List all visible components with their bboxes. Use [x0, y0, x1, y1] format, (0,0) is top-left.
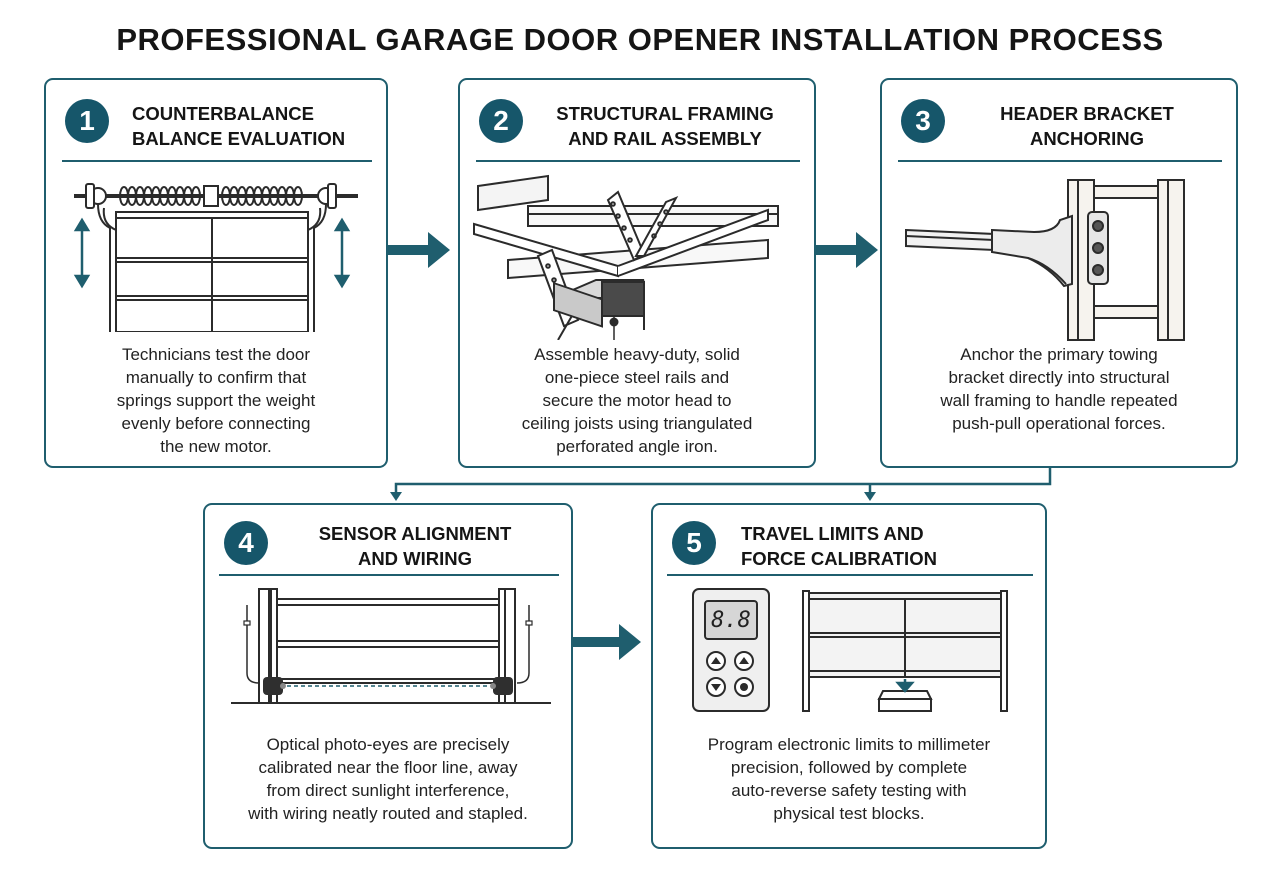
step-1-text-line: springs support the weight	[116, 391, 316, 410]
step-2-text-line: one-piece steel rails and	[544, 368, 730, 387]
pull-cord-handle	[609, 317, 619, 327]
step-1-heading: COUNTERBALANCE BALANCE EVALUATION	[116, 101, 382, 151]
step-1-number: 1	[65, 99, 109, 143]
step-4-text-line: calibrated near the floor line, away	[258, 758, 518, 777]
step-1-description: Technicians test the door manually to co…	[56, 343, 376, 458]
step-3-divider	[898, 160, 1222, 162]
control-panel-illustration	[692, 588, 770, 712]
step-5-number: 5	[672, 521, 716, 565]
step-1-text-line: Technicians test the door	[121, 345, 311, 364]
rail-and-motor-illustration	[473, 174, 779, 340]
page-title: PROFESSIONAL GARAGE DOOR OPENER INSTALLA…	[116, 22, 1164, 57]
step-3-text-line: Anchor the primary towing	[960, 345, 1158, 364]
step-1-heading-line-1: COUNTERBALANCE	[132, 103, 314, 124]
step-1-text-line: manually to confirm that	[125, 368, 307, 387]
step-1-divider	[62, 160, 372, 162]
step-5-heading: TRAVEL LIMITS AND FORCE CALIBRATION	[727, 521, 991, 571]
step-4-number: 4	[224, 521, 268, 565]
step-2-heading: STRUCTURAL FRAMING AND RAIL ASSEMBLY	[530, 101, 800, 151]
step-4-divider	[219, 574, 559, 576]
digital-display-readout: 8.8	[711, 608, 751, 633]
step-2-divider	[476, 160, 800, 162]
step-3-heading: HEADER BRACKET ANCHORING	[952, 101, 1222, 151]
step-4-heading: SENSOR ALIGNMENT AND WIRING	[275, 521, 555, 571]
step-2-description: Assemble heavy-duty, solid one-piece ste…	[472, 343, 802, 458]
step-3-number: 3	[901, 99, 945, 143]
arrow-step-1-to-2	[388, 232, 450, 268]
step-5-text-line: Program electronic limits to millimeter	[707, 735, 991, 754]
header-bracket-illustration	[905, 179, 1185, 341]
step-3-heading-line-1: HEADER BRACKET	[1000, 103, 1174, 124]
step-2-text-line: ceiling joists using triangulated	[521, 414, 753, 433]
step-4-text-line: with wiring neatly routed and stapled.	[248, 804, 528, 823]
step-2-card: 2 STRUCTURAL FRAMING AND RAIL ASSEMBLY	[458, 78, 816, 468]
step-1-heading-line-2: BALANCE EVALUATION	[132, 128, 346, 149]
step-3-heading-line-2: ANCHORING	[1029, 128, 1145, 149]
step-5-heading-line-1: TRAVEL LIMITS AND	[741, 523, 924, 544]
step-5-description: Program electronic limits to millimeter …	[663, 733, 1035, 825]
step-3-text-line: push-pull operational forces.	[952, 414, 1166, 433]
step-2-heading-line-2: AND RAIL ASSEMBLY	[568, 128, 762, 149]
step-5-heading-line-2: FORCE CALIBRATION	[741, 548, 937, 569]
step-1-text-line: evenly before connecting	[121, 414, 311, 433]
step-5-card: 5 TRAVEL LIMITS AND FORCE CALIBRATION 8.…	[651, 503, 1047, 849]
step-4-card: 4 SENSOR ALIGNMENT AND WIRING Optical ph…	[203, 503, 573, 849]
photo-eye-sensor-illustration	[231, 588, 551, 704]
torsion-spring-door-illustration	[73, 183, 358, 332]
step-4-text-line: from direct sunlight interference,	[266, 781, 510, 800]
step-5-text-line: physical test blocks.	[773, 804, 925, 823]
step-2-text-line: perforated angle iron.	[556, 437, 718, 456]
step-3-card: 3 HEADER BRACKET ANCHORING Anchor the pr…	[880, 78, 1238, 468]
step-2-text-line: Assemble heavy-duty, solid	[534, 345, 740, 364]
step-1-text-line: the new motor.	[160, 437, 272, 456]
door-travel-test-illustration	[802, 590, 1008, 712]
step-3-description: Anchor the primary towing bracket direct…	[894, 343, 1224, 435]
step-5-text-line: precision, followed by complete	[730, 758, 968, 777]
step-2-number: 2	[479, 99, 523, 143]
step-5-divider	[667, 574, 1033, 576]
step-3-text-line: wall framing to handle repeated	[940, 391, 1178, 410]
step-3-text-line: bracket directly into structural	[948, 368, 1170, 387]
arrow-step-4-to-5	[573, 624, 641, 660]
step-5-text-line: auto-reverse safety testing with	[731, 781, 967, 800]
step-4-heading-line-2: AND WIRING	[357, 548, 473, 569]
step-4-heading-line-1: SENSOR ALIGNMENT	[318, 523, 512, 544]
step-4-text-line: Optical photo-eyes are precisely	[266, 735, 510, 754]
step-2-heading-line-1: STRUCTURAL FRAMING	[556, 103, 774, 124]
step-4-description: Optical photo-eyes are precisely calibra…	[213, 733, 563, 825]
step-1-card: 1 COUNTERBALANCE BALANCE EVALUATION	[44, 78, 388, 468]
step-2-text-line: secure the motor head to	[542, 391, 732, 410]
arrow-step-2-to-3	[816, 232, 878, 268]
